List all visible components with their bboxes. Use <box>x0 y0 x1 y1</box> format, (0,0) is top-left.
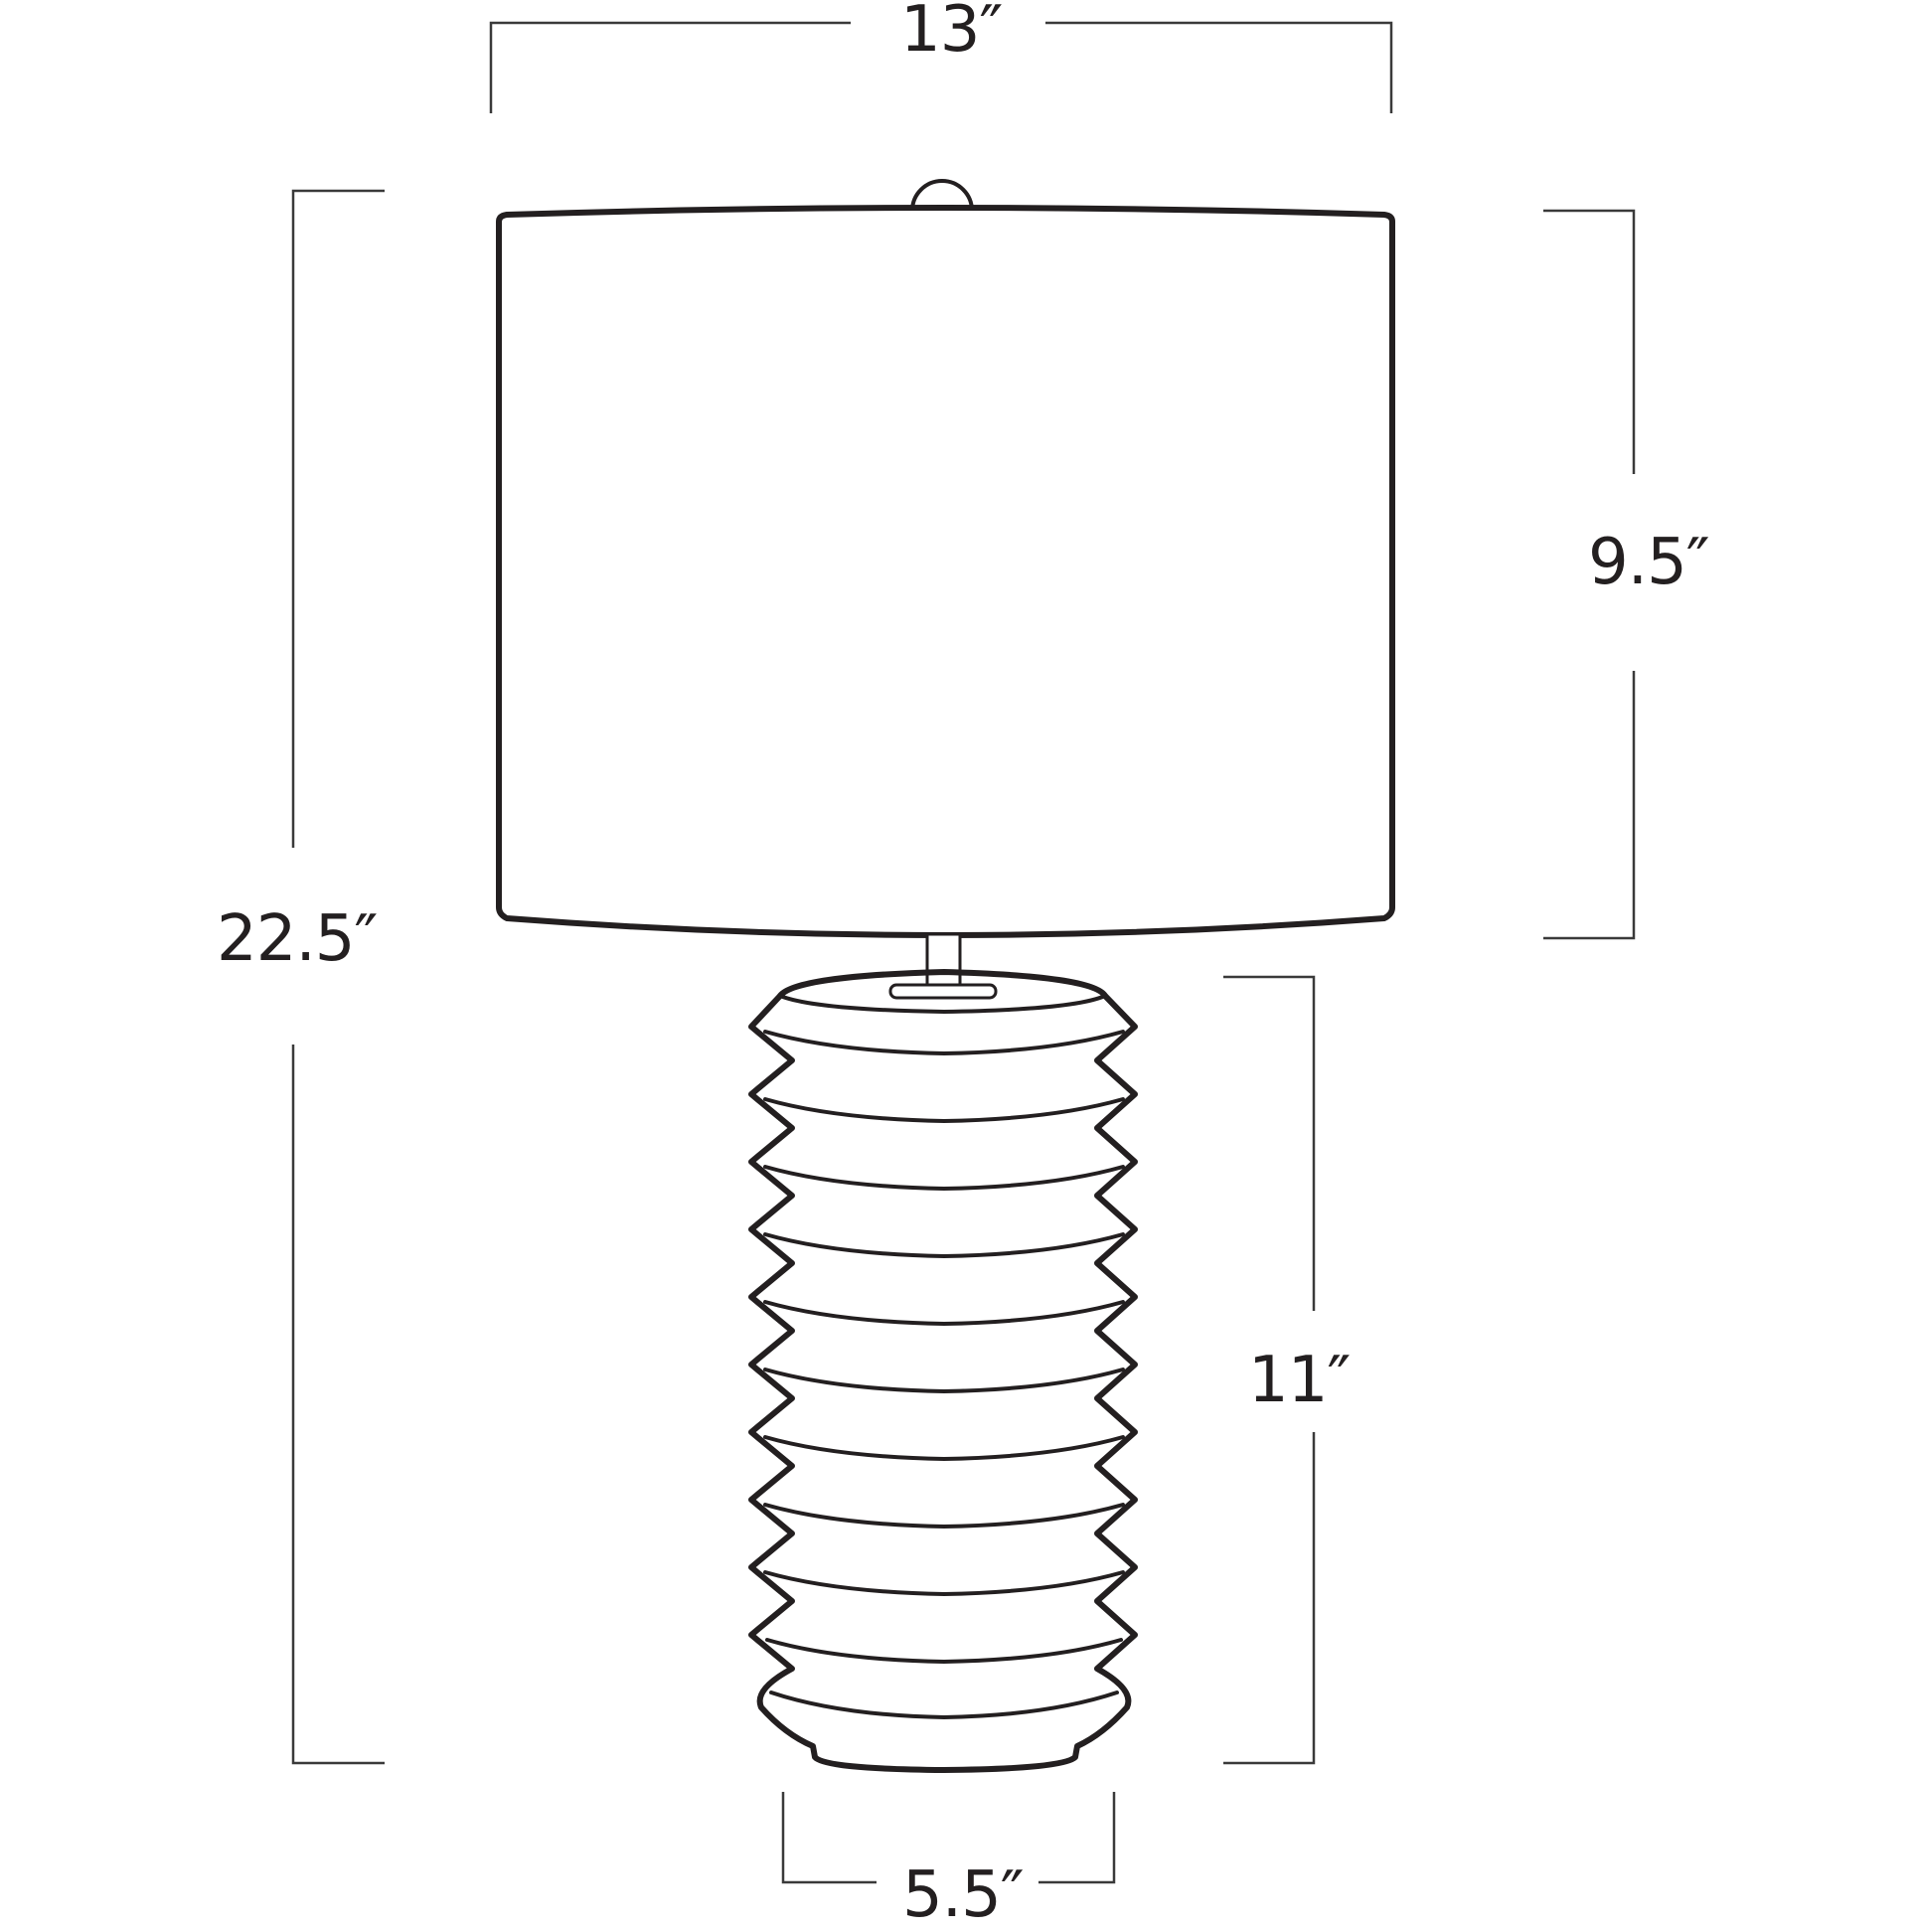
shade-height-label: 9.5″ <box>1588 526 1710 599</box>
finial <box>910 179 974 212</box>
overall-height-bracket <box>291 189 385 1765</box>
base-height-bracket <box>1223 975 1316 1765</box>
base-profile <box>748 993 1138 1773</box>
shade-outline <box>496 205 1395 938</box>
washer <box>888 983 998 1000</box>
base-width-label: 5.5″ <box>902 1858 1025 1932</box>
base-top-rim <box>777 969 1108 999</box>
lamp-stem <box>888 932 998 1000</box>
base-width-bracket <box>781 1792 1116 1884</box>
lamp-shade <box>496 179 1395 938</box>
stem <box>925 932 962 988</box>
dimension-lines <box>291 21 1636 1884</box>
base-height-label: 11″ <box>1248 1344 1351 1417</box>
shade-height-bracket <box>1543 209 1636 940</box>
base-top-inner-rim <box>778 994 1107 1014</box>
overall-height-label: 22.5″ <box>217 902 378 976</box>
shade-width-bracket <box>489 21 1393 113</box>
base-ridge-lines <box>763 1030 1125 1719</box>
lamp-base <box>748 969 1138 1773</box>
shade-width-label: 13″ <box>900 0 1003 67</box>
